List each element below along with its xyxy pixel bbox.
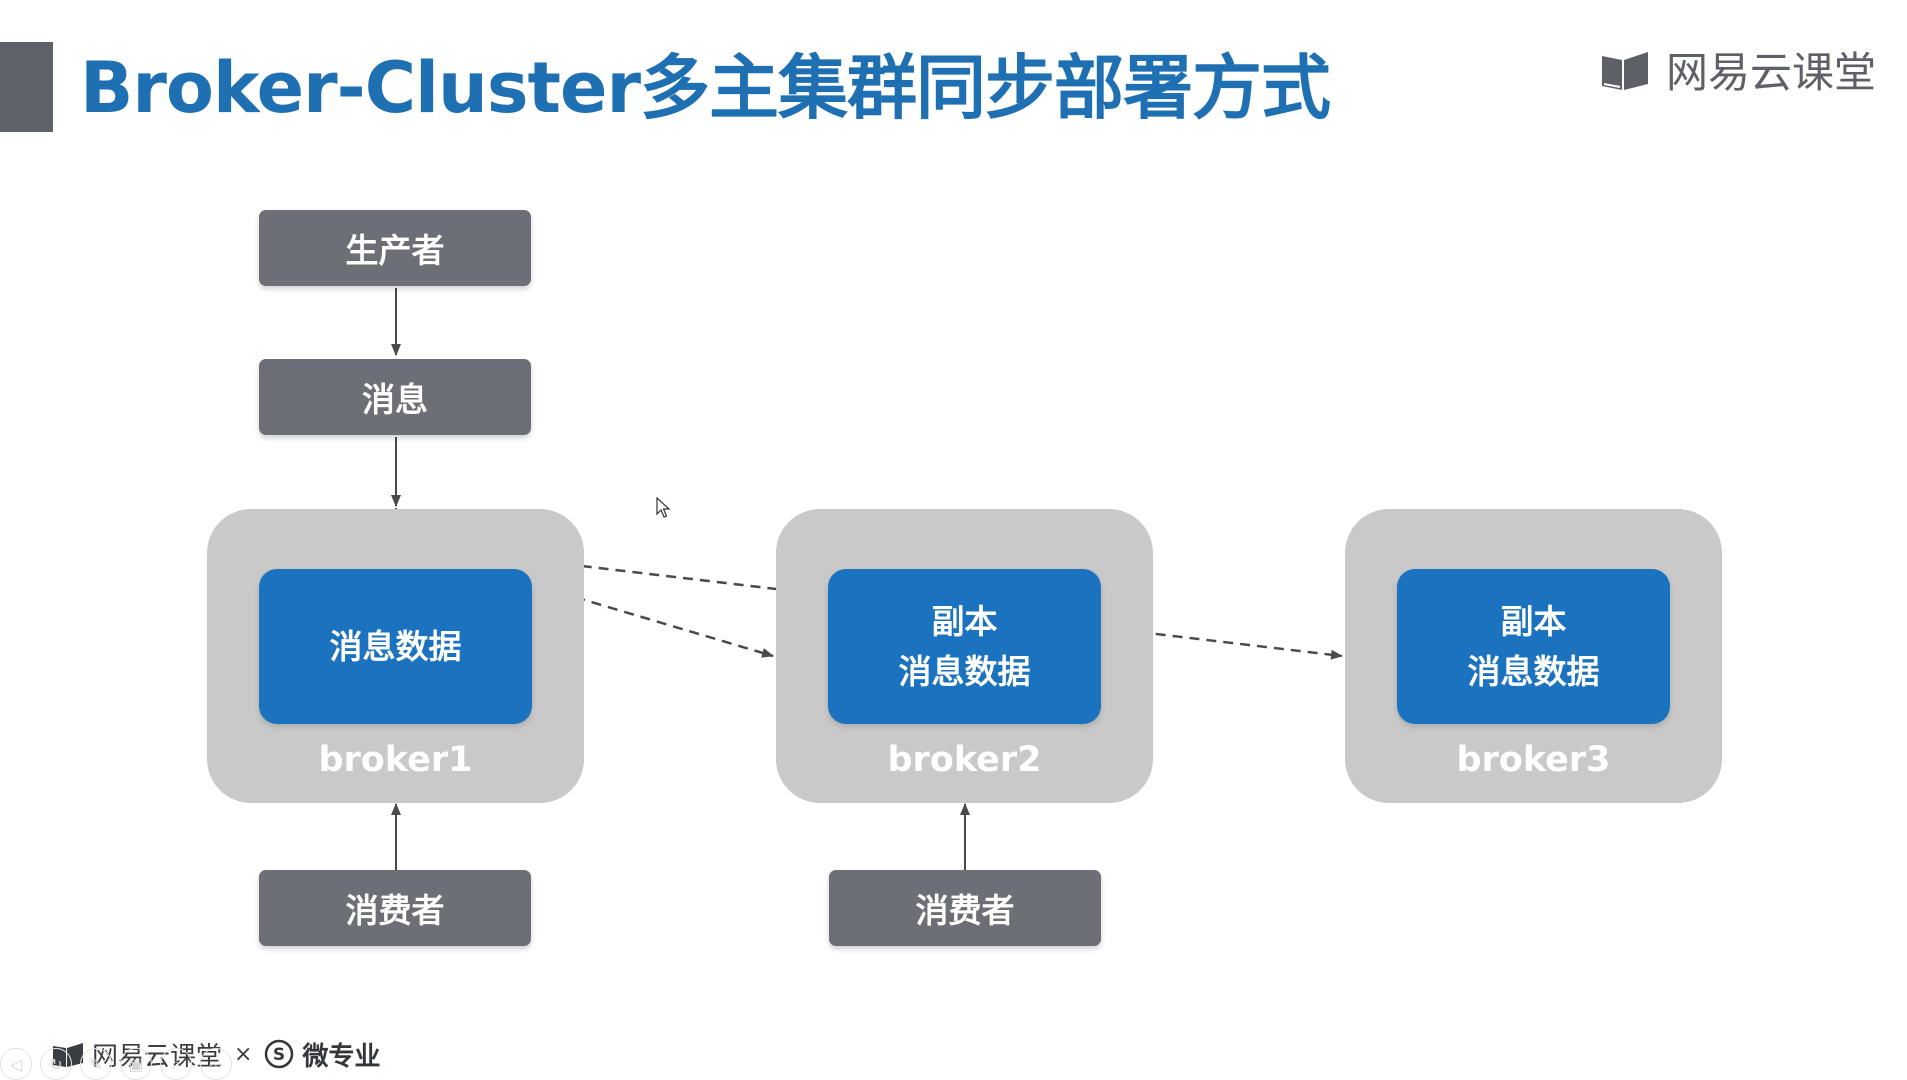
prev-slide-button[interactable]: ◁ bbox=[0, 1048, 32, 1080]
slide-title: Broker-Cluster多主集群同步部署方式 bbox=[80, 47, 1331, 129]
logo-text: 网易云课堂 bbox=[1665, 47, 1876, 97]
slides-overview-button[interactable]: ▣ bbox=[120, 1048, 152, 1080]
slideshow-controls: ◁ ↻ ✎ ▣ ⌕ ⋯ bbox=[0, 1048, 232, 1080]
netease-cloud-classroom-logo-icon bbox=[1601, 52, 1648, 90]
broker3-label: broker3 bbox=[1456, 740, 1611, 780]
message-box: 消息 bbox=[259, 359, 531, 435]
replay-button[interactable]: ↻ bbox=[40, 1048, 72, 1080]
footer-times-sign: × bbox=[234, 1041, 253, 1067]
footer-partner-text: 微专业 bbox=[302, 1041, 381, 1072]
producer-box: 生产者 bbox=[259, 210, 531, 286]
broker2-line-2: 消息数据 bbox=[898, 651, 1031, 691]
broker3-line-1: 副本 bbox=[1500, 601, 1567, 641]
broker1-label: broker1 bbox=[318, 740, 473, 780]
broker2-message-data: 副本 消息数据 bbox=[828, 569, 1101, 724]
sync-arrow-to-broker2 bbox=[395, 542, 774, 658]
pen-tool-button[interactable]: ✎ bbox=[80, 1048, 112, 1080]
svg-text:S: S bbox=[273, 1045, 285, 1065]
broker2-container: 副本 消息数据 broker2 bbox=[776, 509, 1153, 803]
mouse-cursor-icon bbox=[656, 497, 671, 518]
broker3-container: 副本 消息数据 broker3 bbox=[1345, 509, 1722, 803]
broker3-line-2: 消息数据 bbox=[1467, 651, 1600, 691]
brand-logo: 网易云课堂 bbox=[1600, 38, 1876, 100]
zoom-button[interactable]: ⌕ bbox=[160, 1048, 192, 1080]
broker2-line-1: 副本 bbox=[931, 601, 998, 641]
consumer1-box: 消费者 bbox=[259, 870, 531, 946]
consumer2-box: 消费者 bbox=[829, 870, 1101, 946]
broker2-label: broker2 bbox=[887, 740, 1042, 780]
broker3-message-data: 副本 消息数据 bbox=[1397, 569, 1670, 724]
broker1-container: 消息数据 broker1 bbox=[207, 509, 584, 803]
broker1-line-2: 消息数据 bbox=[329, 626, 462, 666]
title-accent-bar bbox=[0, 42, 53, 132]
broker1-message-data: 消息数据 bbox=[259, 569, 532, 724]
micro-major-s-icon: S bbox=[265, 1039, 294, 1069]
more-options-button[interactable]: ⋯ bbox=[200, 1048, 232, 1080]
